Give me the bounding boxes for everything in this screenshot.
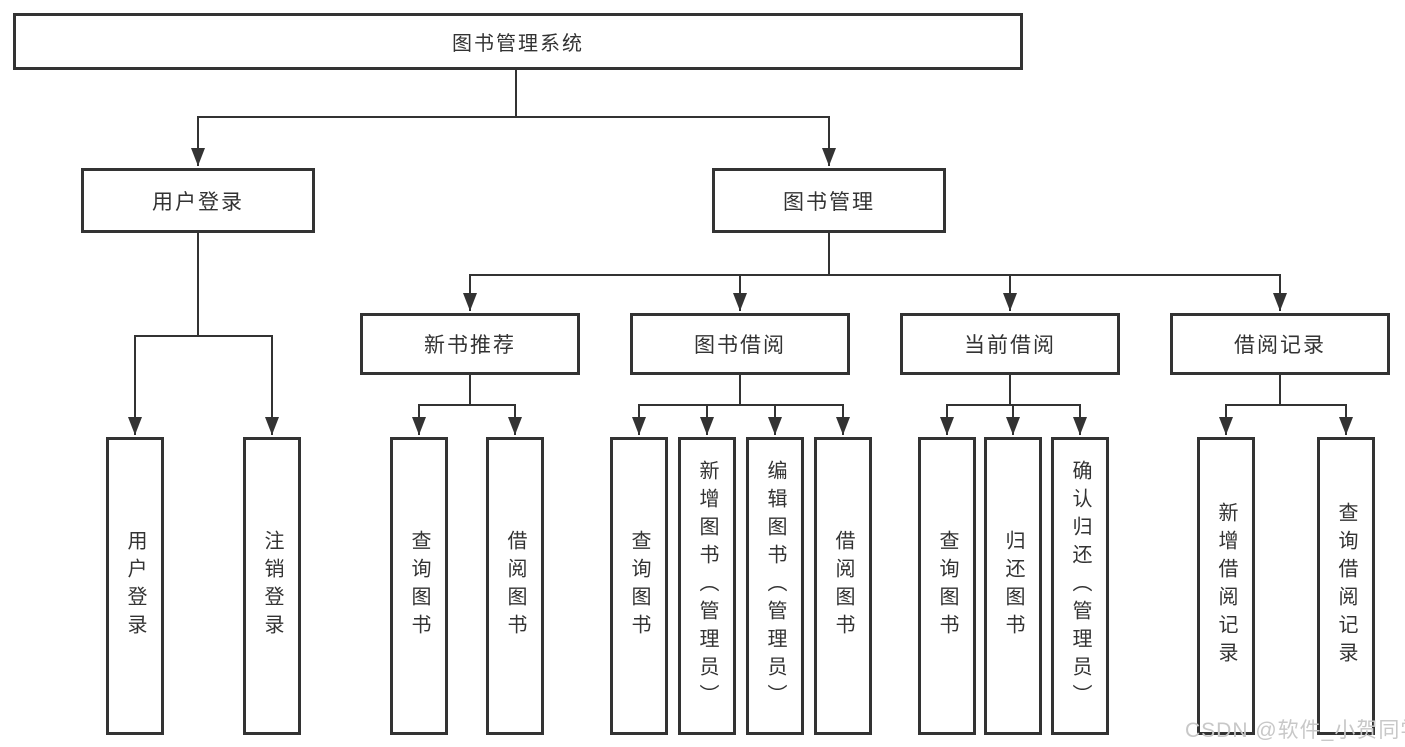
leaf-user-login: 用户登录 <box>106 437 164 735</box>
leaf-borrow-books: 借阅图书 <box>486 437 544 735</box>
leaf-add-books-admin: 新增图书（管理员） <box>678 437 736 735</box>
node-label: 图书借阅 <box>694 334 786 357</box>
node-label: 借阅记录 <box>1234 334 1326 357</box>
node-label: 查询图书 <box>628 530 650 642</box>
leaf-confirm-return-admin: 确认归还（管理员） <box>1051 437 1109 735</box>
leaf-query-borrow-record: 查询借阅记录 <box>1317 437 1375 735</box>
node-book-management: 图书管理 <box>712 168 946 233</box>
node-label: 查询图书 <box>408 530 430 642</box>
node-label: 确认归还（管理员） <box>1069 460 1091 712</box>
node-borrow-records: 借阅记录 <box>1170 313 1390 375</box>
node-label: 查询借阅记录 <box>1335 502 1357 670</box>
node-user-login: 用户登录 <box>81 168 315 233</box>
leaf-query-books: 查询图书 <box>918 437 976 735</box>
node-label: 借阅图书 <box>504 530 526 642</box>
node-label: 编辑图书（管理员） <box>764 460 786 712</box>
leaf-query-books: 查询图书 <box>610 437 668 735</box>
node-book-borrow: 图书借阅 <box>630 313 850 375</box>
node-label: 查询图书 <box>936 530 958 642</box>
leaf-add-borrow-record: 新增借阅记录 <box>1197 437 1255 735</box>
node-label: 新增图书（管理员） <box>696 460 718 712</box>
leaf-edit-books-admin: 编辑图书（管理员） <box>746 437 804 735</box>
leaf-logout: 注销登录 <box>243 437 301 735</box>
node-label: 新书推荐 <box>424 334 516 357</box>
node-label: 用户登录 <box>152 190 244 214</box>
node-label: 注销登录 <box>261 530 283 642</box>
node-label: 新增借阅记录 <box>1215 502 1237 670</box>
node-label: 借阅图书 <box>832 530 854 642</box>
csdn-watermark: CSDN @软件_小贺同学 <box>1185 719 1405 742</box>
node-current-borrow: 当前借阅 <box>900 313 1120 375</box>
leaf-return-books: 归还图书 <box>984 437 1042 735</box>
leaf-query-books: 查询图书 <box>390 437 448 735</box>
node-new-book-recommend: 新书推荐 <box>360 313 580 375</box>
node-label: 图书管理 <box>783 190 875 214</box>
node-label: 用户登录 <box>124 530 146 642</box>
node-label: 当前借阅 <box>964 334 1056 357</box>
node-label: 图书管理系统 <box>452 33 584 55</box>
node-label: 归还图书 <box>1002 530 1024 642</box>
leaf-borrow-books: 借阅图书 <box>814 437 872 735</box>
node-library-management-system: 图书管理系统 <box>13 13 1023 70</box>
